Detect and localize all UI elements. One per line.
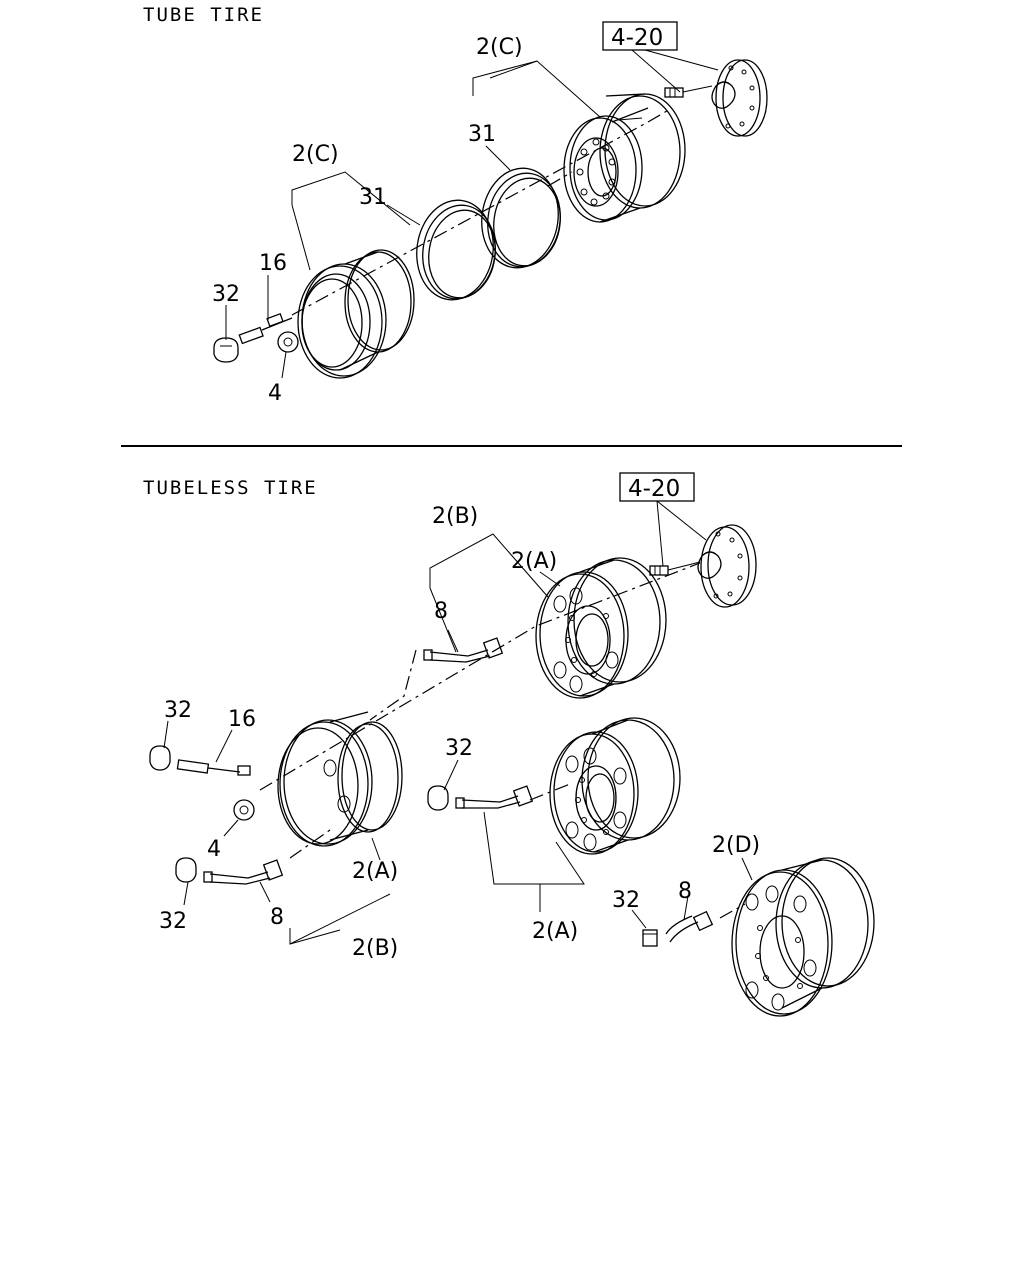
label-2b-bottom: 2(B) [352, 936, 398, 961]
wheel-hub-bottom [697, 524, 757, 608]
rim-middle [549, 717, 681, 855]
valve-stem-right [665, 910, 714, 943]
valve-cap-left [149, 745, 171, 771]
label-32-bottom: 32 [159, 909, 187, 934]
nut-left [233, 799, 255, 821]
label-2a-left: 2(A) [352, 859, 398, 884]
label-8-upper: 8 [434, 599, 448, 624]
label-32-middle: 32 [445, 736, 473, 761]
valve-left [176, 759, 251, 776]
label-2c-upper: 2(C) [476, 35, 523, 60]
label-32-left: 32 [164, 698, 192, 723]
valve-cap-middle [427, 785, 449, 811]
side-ring-rear-top [481, 167, 561, 269]
label-16-tube: 16 [259, 251, 287, 276]
label-16-left: 16 [228, 707, 256, 732]
label-2d: 2(D) [712, 833, 760, 858]
ref-label-top: 4-20 [611, 25, 663, 51]
nut-top [277, 331, 299, 353]
side-ring-front-top [416, 199, 496, 301]
label-4-left: 4 [207, 837, 221, 862]
valve-cap-bottom-left [175, 857, 197, 883]
valve-cap-top [213, 337, 239, 363]
ref-box-bottom[interactable]: 4-20 [619, 472, 695, 502]
rim-upper-right [535, 557, 667, 699]
valve-top [238, 313, 293, 345]
wheel-hub-top [711, 59, 768, 137]
label-2c-lower: 2(C) [292, 142, 339, 167]
rim-left [277, 711, 403, 847]
label-2b-upper: 2(B) [432, 504, 478, 529]
valve-cap-right [642, 929, 658, 947]
ref-label-bottom: 4-20 [628, 476, 680, 502]
label-2a-middle: 2(A) [532, 919, 578, 944]
valve-stem-lower [203, 859, 284, 885]
label-2a-upper: 2(A) [511, 549, 557, 574]
rim-front-top [297, 249, 415, 379]
label-32-right: 32 [612, 888, 640, 913]
hub-bolt-bottom [649, 561, 701, 576]
label-4-tube: 4 [268, 381, 282, 406]
label-8-bottom: 8 [270, 905, 284, 930]
label-31-lower: 31 [359, 185, 387, 210]
label-8-right: 8 [678, 879, 692, 904]
rim-right [731, 857, 875, 1017]
hub-bolt-top [664, 85, 713, 98]
tube-tire-title: TUBE TIRE [143, 4, 264, 26]
label-32-tube: 32 [212, 282, 240, 307]
valve-stem-upper [423, 637, 504, 663]
valve-stem-middle [455, 785, 534, 809]
tubeless-tire-title: TUBELESS TIRE [143, 477, 318, 499]
label-31-upper: 31 [468, 122, 496, 147]
ref-box-top[interactable]: 4-20 [602, 21, 678, 51]
